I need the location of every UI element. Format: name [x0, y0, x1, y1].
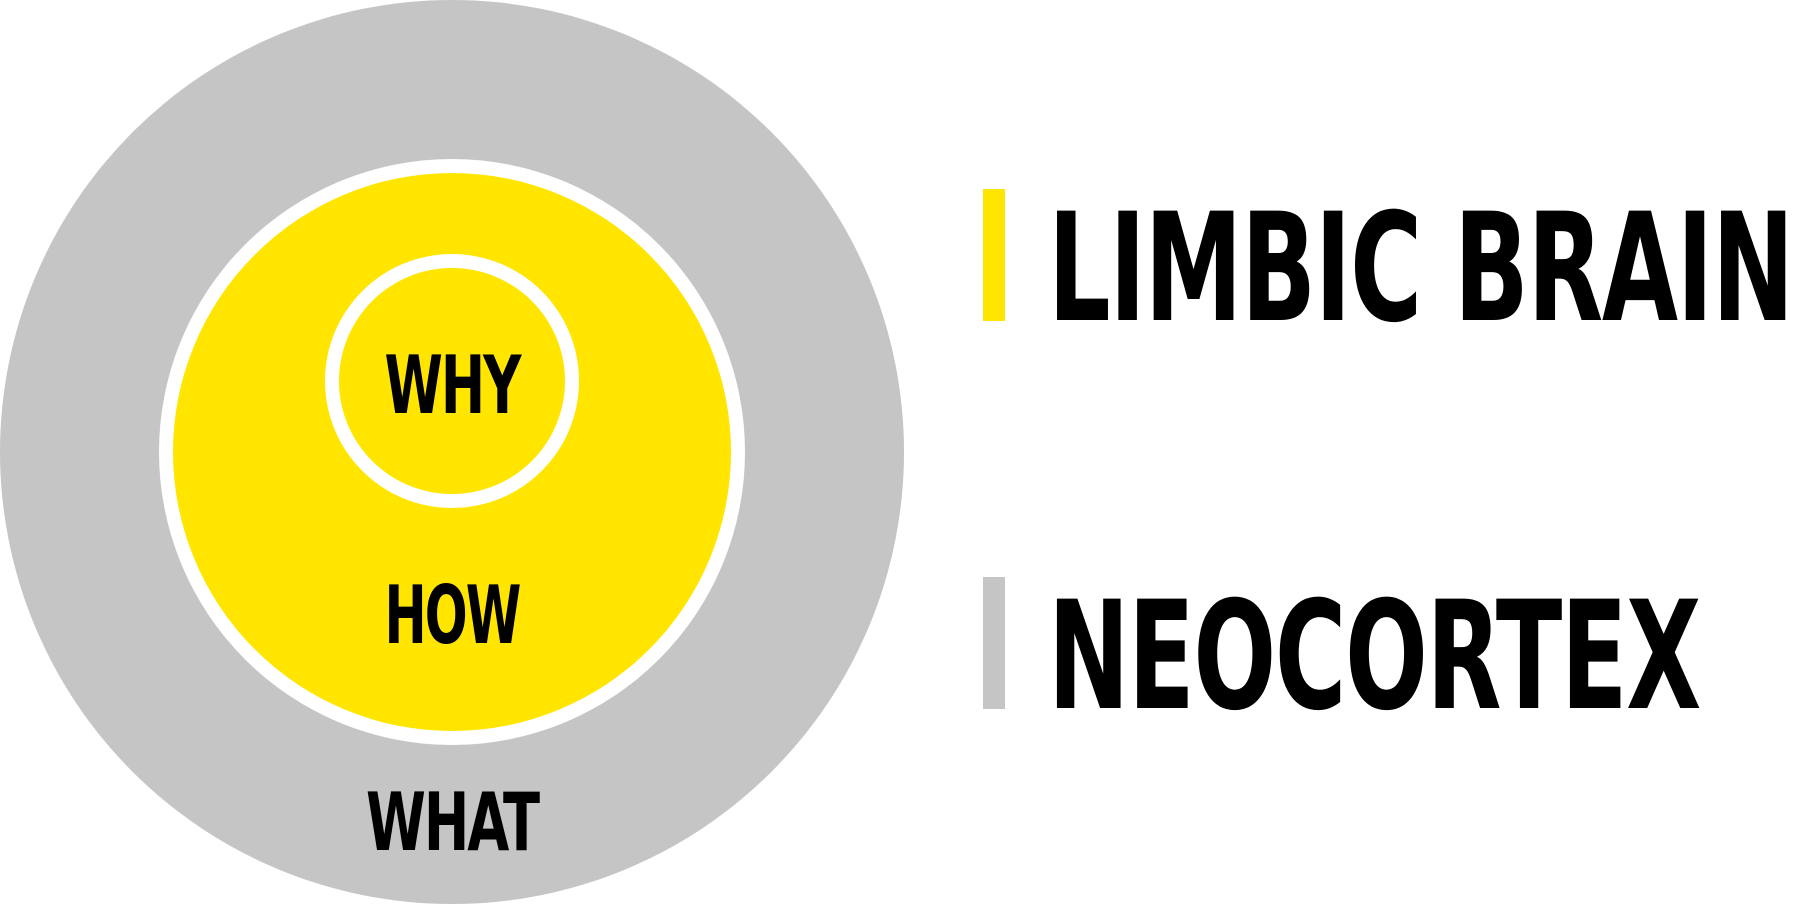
why-label: WHY — [385, 339, 523, 432]
how-label: HOW — [385, 569, 520, 662]
legend-swatch-neocortex — [983, 577, 1005, 709]
why-circle — [339, 268, 565, 494]
legend-label-neocortex: NEOCORTEX — [1048, 570, 1700, 744]
legend-label-limbic: LIMBIC BRAIN — [1048, 182, 1793, 356]
legend-swatch-limbic — [983, 189, 1005, 321]
what-label: WHAT — [366, 776, 540, 869]
